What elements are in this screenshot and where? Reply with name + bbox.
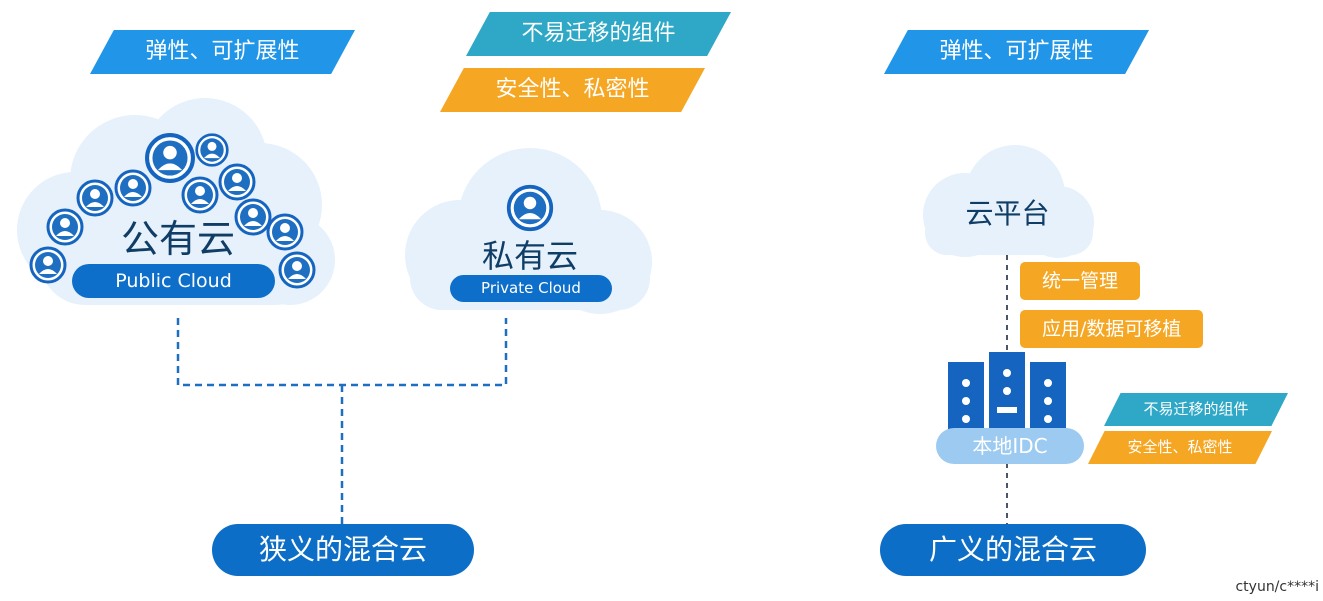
- server-icon: [948, 352, 1066, 434]
- broad-tag-non-migratable: 不易迁移的组件: [1104, 393, 1288, 426]
- broad-tag-security: 安全性、私密性: [1088, 431, 1272, 464]
- broad-hybrid-result: 广义的混合云: [880, 524, 1146, 576]
- data-portability-box: 应用/数据可移植: [1020, 310, 1204, 348]
- narrow-tag-elastic: 弹性、可扩展性: [90, 30, 355, 74]
- private-cloud-pill: Private Cloud: [450, 275, 612, 302]
- unified-management-box: 统一管理: [1020, 262, 1141, 300]
- broad-tag-elastic: 弹性、可扩展性: [884, 30, 1149, 74]
- public-cloud-pill: Public Cloud: [72, 264, 275, 298]
- watermark: ctyun/c****i: [1235, 579, 1319, 595]
- narrow-tag-non-migratable: 不易迁移的组件: [466, 12, 731, 56]
- narrow-hybrid-result: 狭义的混合云: [212, 524, 474, 576]
- public-cloud-title: 公有云: [120, 217, 235, 261]
- private-cloud-title: 私有云: [481, 237, 578, 275]
- cloud-platform-shape: [923, 145, 1094, 258]
- private-cloud-user: [506, 184, 554, 232]
- narrow-tag-security: 安全性、私密性: [440, 68, 705, 112]
- local-idc-pill: 本地IDC: [936, 428, 1084, 464]
- cloud-platform-title: 云平台: [965, 197, 1050, 230]
- narrow-connectors: [176, 318, 508, 524]
